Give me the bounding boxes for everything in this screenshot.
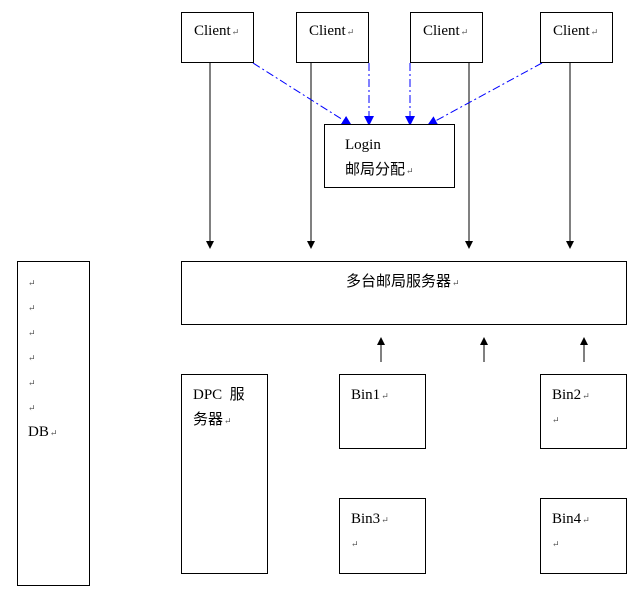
dashed-arrow-client1-to-login bbox=[252, 62, 352, 126]
client-box-1: Client↵ bbox=[181, 12, 254, 63]
bin-box-2: Bin2↵ ↵ bbox=[540, 374, 627, 449]
paragraph-mark: ↵ bbox=[28, 403, 36, 413]
login-label: Login bbox=[345, 137, 381, 153]
client-box-2: Client↵ bbox=[296, 12, 369, 63]
bin-label-2: Bin2↵ bbox=[552, 387, 590, 403]
client-label-2: Client↵ bbox=[309, 23, 355, 39]
paragraph-mark: ↵ bbox=[28, 303, 36, 313]
paragraph-mark: ↵ bbox=[28, 278, 36, 288]
client-box-3: Client↵ bbox=[410, 12, 483, 63]
db-box: ↵ ↵ ↵ ↵ ↵ ↵ DB↵ bbox=[17, 261, 90, 586]
paragraph-mark: ↵ bbox=[28, 328, 36, 338]
paragraph-mark: ↵ bbox=[351, 539, 359, 549]
bin-label-1: Bin1↵ bbox=[351, 387, 389, 403]
bin-label-3: Bin3↵ bbox=[351, 511, 389, 527]
bin-box-3: Bin3↵ ↵ bbox=[339, 498, 426, 574]
login-box: Login 邮局分配↵ bbox=[324, 124, 455, 188]
paragraph-mark: ↵ bbox=[28, 378, 36, 388]
bin-label-4: Bin4↵ bbox=[552, 511, 590, 527]
mail-server-box: 多台邮局服务器↵ bbox=[181, 261, 627, 325]
client-label-1: Client↵ bbox=[194, 23, 240, 39]
mail-allocation-label: 邮局分配↵ bbox=[345, 162, 414, 178]
dashed-arrow-client4-to-login bbox=[427, 62, 543, 126]
dpc-label-line1: DPC 服 bbox=[193, 387, 245, 403]
bin-box-4: Bin4↵ ↵ bbox=[540, 498, 627, 574]
client-label-4: Client↵ bbox=[553, 23, 599, 39]
dpc-server-box: DPC 服 务器↵ bbox=[181, 374, 268, 574]
db-label: DB↵ bbox=[28, 424, 58, 440]
dpc-label-line2: 务器↵ bbox=[193, 412, 232, 428]
client-label-3: Client↵ bbox=[423, 23, 469, 39]
paragraph-mark: ↵ bbox=[552, 415, 560, 425]
client-box-4: Client↵ bbox=[540, 12, 613, 63]
paragraph-mark: ↵ bbox=[28, 353, 36, 363]
bin-box-1: Bin1↵ bbox=[339, 374, 426, 449]
mail-server-label: 多台邮局服务器↵ bbox=[346, 274, 460, 290]
paragraph-mark: ↵ bbox=[552, 539, 560, 549]
